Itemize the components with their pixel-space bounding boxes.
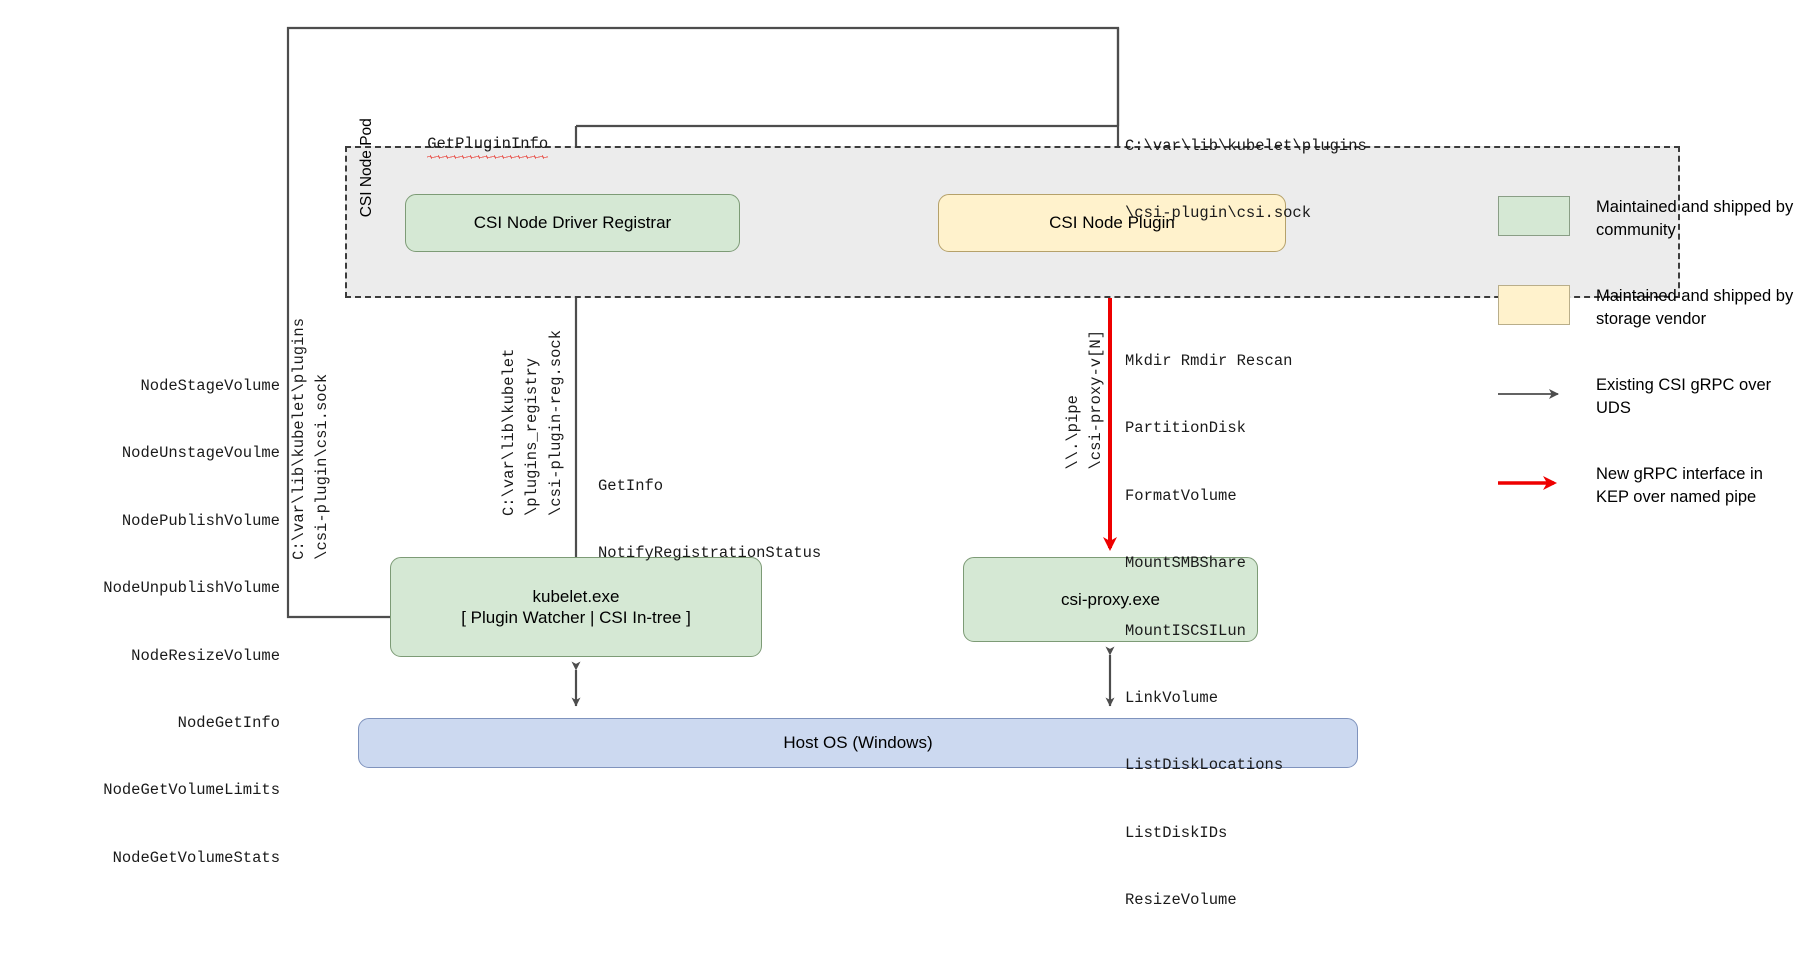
node-host-os-label: Host OS (Windows) [783,733,933,753]
list-item: PartitionDisk [1125,419,1246,438]
label-rotated-csi-plugin-socket-line2: \csi-plugin\csi.sock [313,373,332,560]
label-get-plugin-info-text: GetPluginInfo [427,133,548,160]
label-rotated-plugins-registry-socket-line1: C:\var\lib\kubelet [500,348,518,517]
csi-node-pod-label-text: CSI Node Pod [358,118,376,218]
node-kubelet-exe-sublabel: [ Plugin Watcher | CSI In-tree ] [461,608,691,627]
legend-swatch-yellow-icon [1498,284,1570,325]
list-item: MountSMBShare [1125,554,1246,573]
node-kubelet-exe[interactable]: kubelet.exe [ Plugin Watcher | CSI In-tr… [390,557,762,657]
list-item: NodeStageVolume [140,376,280,395]
legend-item-existing-grpc-uds-label: Existing CSI gRPC over UDS [1596,375,1772,418]
list-item: NodeUnstageVoulme [121,444,280,463]
label-rotated-plugins-registry-socket: C:\var\lib\kubelet \plugins_registry \cs… [498,330,568,516]
legend-arrow-gray-icon [1498,374,1570,414]
list-item: NodeGetVolumeStats [112,848,280,867]
label-registration-calls: GetInfo NotifyRegistrationStatus [598,430,821,610]
label-registration-calls-line2: NotifyRegistrationStatus [598,544,822,563]
label-rotated-plugins-registry-socket-line3: \csi-plugin-reg.sock [546,330,565,517]
node-csi-proxy-exe-label: csi-proxy.exe [1061,589,1160,609]
label-get-plugin-info: GetPluginInfo [390,111,548,178]
label-registration-calls-line1: GetInfo [598,476,664,495]
label-csi-plugin-socket-path-line2: \csi-plugin\csi.sock [1125,204,1312,223]
legend-item-community-label: Maintained and shipped by community [1596,198,1794,240]
list-item: FormatVolume [1125,486,1237,505]
list-item: ListDiskLocations [1125,756,1284,775]
list-item: NodeGetInfo [177,713,280,732]
list-csi-proxy-calls: Mkdir Rmdir Rescan PartitionDisk FormatV… [1125,305,1292,957]
list-item: NodeGetVolumeLimits [103,781,280,800]
label-rotated-csi-plugin-socket-line1: C:\var\lib\kubelet\plugins [290,318,308,560]
legend-item-storage-vendor-label: Maintained and shipped by storage vendor [1596,286,1794,329]
list-item: MountISCSILun [1125,621,1246,640]
node-csi-node-plugin-label: CSI Node Plugin [1049,213,1175,233]
label-rotated-plugins-registry-socket-line2: \plugins_registry [523,357,542,517]
diagram-canvas: CSI Node Pod CSI Node Driver Registrar C… [103,26,1798,909]
list-item: NodeResizeVolume [131,646,280,665]
list-item: ListDiskIDs [1125,823,1228,842]
csi-node-pod-label: CSI Node Pod [355,118,379,288]
label-rotated-named-pipe-line1: \\.\pipe [1064,395,1082,470]
list-item: Mkdir Rmdir Rescan [1125,351,1293,370]
list-item: LinkVolume [1125,688,1219,707]
node-csi-proxy-exe[interactable]: csi-proxy.exe [963,557,1258,642]
legend-item-new-grpc-named-pipe: New gRPC interface in KEP over named pip… [1498,463,1798,510]
list-item: NodeUnpublishVolume [103,579,280,598]
node-host-os[interactable]: Host OS (Windows) [358,718,1358,768]
node-csi-node-driver-registrar[interactable]: CSI Node Driver Registrar [405,194,740,252]
legend-item-community: Maintained and shipped by community [1498,196,1798,243]
list-item: NodePublishVolume [121,511,280,530]
legend: Maintained and shipped by community Main… [1498,196,1798,551]
label-rotated-named-pipe-line2: \csi-proxy-v[N] [1087,330,1106,470]
label-rotated-named-pipe: \\.\pipe \csi-proxy-v[N] [1062,330,1109,470]
node-kubelet-exe-label: kubelet.exe [532,586,620,606]
list-item: ResizeVolume [1125,891,1237,910]
node-csi-node-driver-registrar-label: CSI Node Driver Registrar [473,213,672,233]
legend-swatch-green-icon [1498,196,1570,236]
label-csi-plugin-socket-path: C:\var\lib\kubelet\plugins \csi-plugin\c… [1125,90,1367,270]
legend-item-storage-vendor: Maintained and shipped by storage vendor [1498,284,1798,332]
label-csi-plugin-socket-path-line1: C:\var\lib\kubelet\plugins [1125,136,1367,155]
legend-item-new-grpc-named-pipe-label: New gRPC interface in KEP over named pip… [1596,464,1763,506]
legend-item-existing-grpc-uds: Existing CSI gRPC over UDS [1498,374,1798,421]
list-csi-node-calls: NodeStageVolume NodeUnstageVoulme NodePu… [20,330,280,914]
legend-arrow-red-icon [1498,463,1570,503]
label-rotated-csi-plugin-socket: C:\var\lib\kubelet\plugins \csi-plugin\c… [288,318,335,560]
node-csi-node-plugin[interactable]: CSI Node Plugin [938,194,1286,252]
